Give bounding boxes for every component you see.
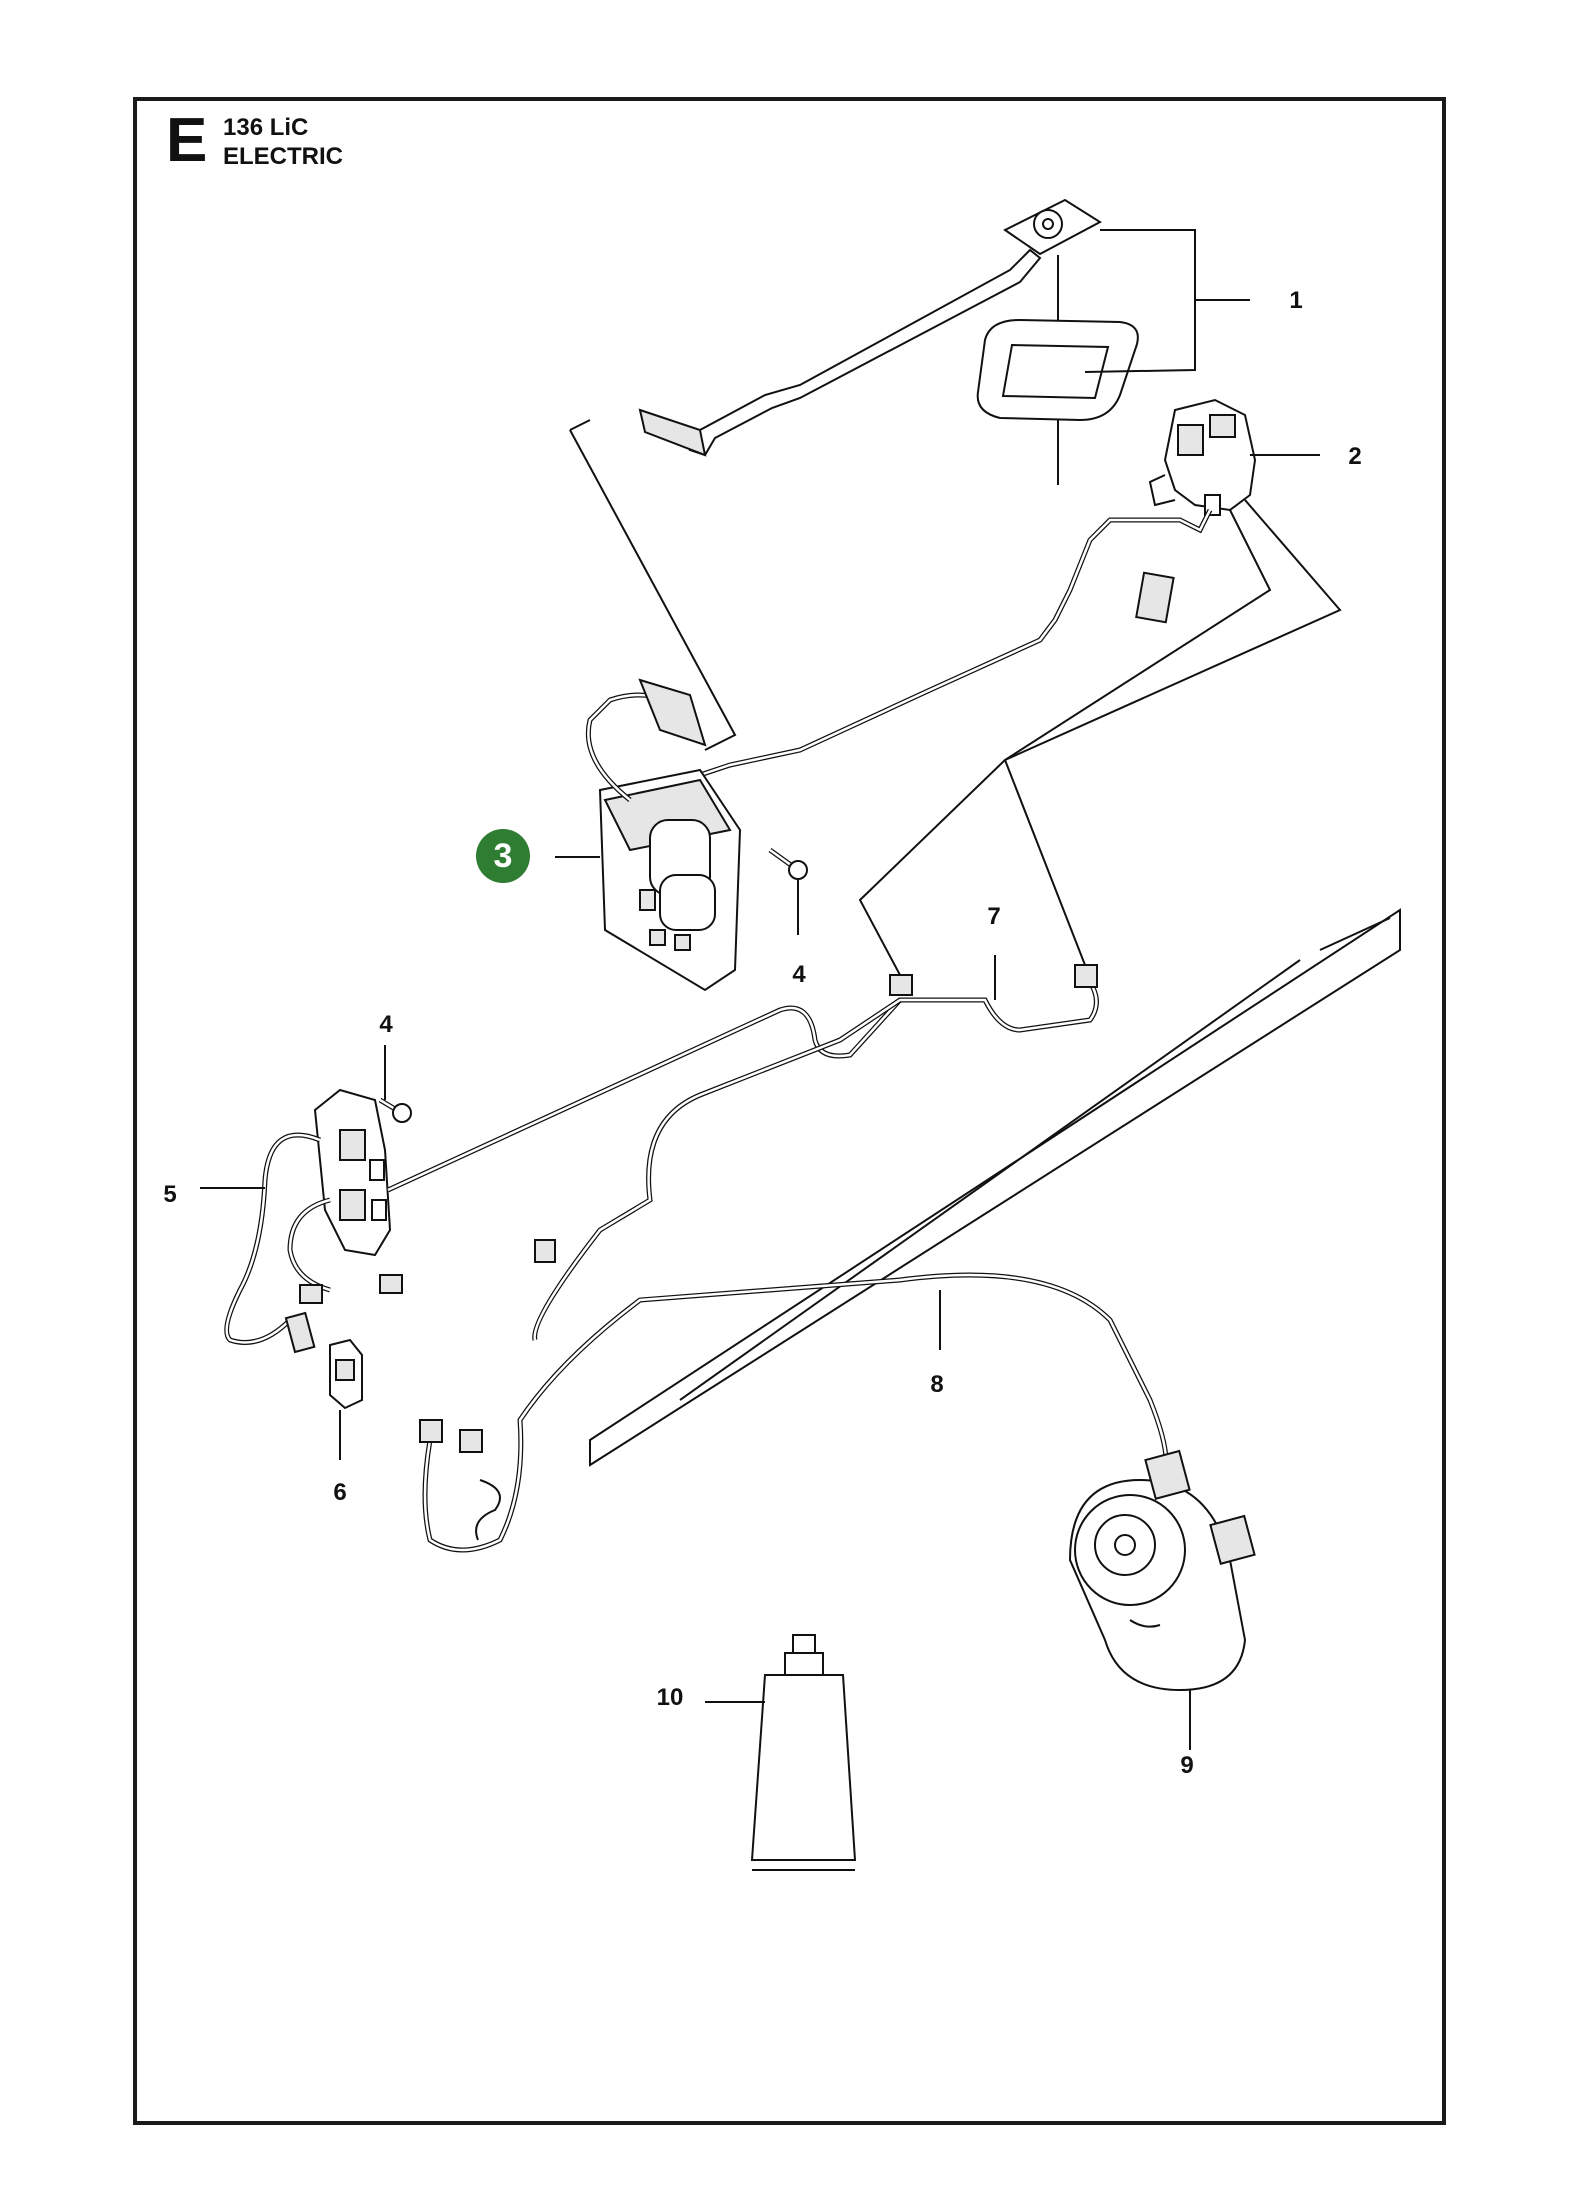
callout-6[interactable]: 6 — [333, 1479, 347, 1506]
part-3-control-board[interactable] — [555, 419, 742, 992]
callout-1[interactable]: 1 — [1289, 287, 1303, 314]
highlighted-part-3-marker[interactable]: 3 — [476, 829, 530, 883]
callout-2[interactable]: 2 — [1348, 443, 1362, 470]
part-2-switch[interactable] — [699, 398, 1320, 778]
callout-5[interactable]: 5 — [163, 1181, 177, 1208]
part-7-cable[interactable] — [386, 499, 1342, 1341]
part-9-motor[interactable] — [1068, 1449, 1256, 1750]
section-letter: E — [166, 106, 208, 175]
part-4-screw-lower[interactable] — [378, 1045, 412, 1123]
callout-7[interactable]: 7 — [987, 903, 1001, 930]
part-8-cable[interactable] — [419, 908, 1401, 1553]
part-10-grease-tube[interactable] — [705, 1634, 857, 1871]
part-1-control-panel[interactable] — [638, 198, 1250, 485]
callout-8[interactable]: 8 — [930, 1371, 944, 1398]
callout-10[interactable]: 10 — [656, 1684, 684, 1711]
model-name: 136 LiC — [223, 114, 309, 141]
section-name: ELECTRIC — [223, 143, 343, 170]
callout-4-upper[interactable]: 4 — [792, 961, 806, 988]
part-5-terminal-block[interactable] — [200, 1088, 403, 1354]
diagram-frame — [133, 97, 1446, 2125]
part-6-fuse[interactable] — [329, 1338, 363, 1460]
callout-9[interactable]: 9 — [1180, 1752, 1194, 1779]
part-4-screw-upper[interactable] — [768, 847, 808, 935]
callout-4-lower[interactable]: 4 — [379, 1011, 393, 1038]
